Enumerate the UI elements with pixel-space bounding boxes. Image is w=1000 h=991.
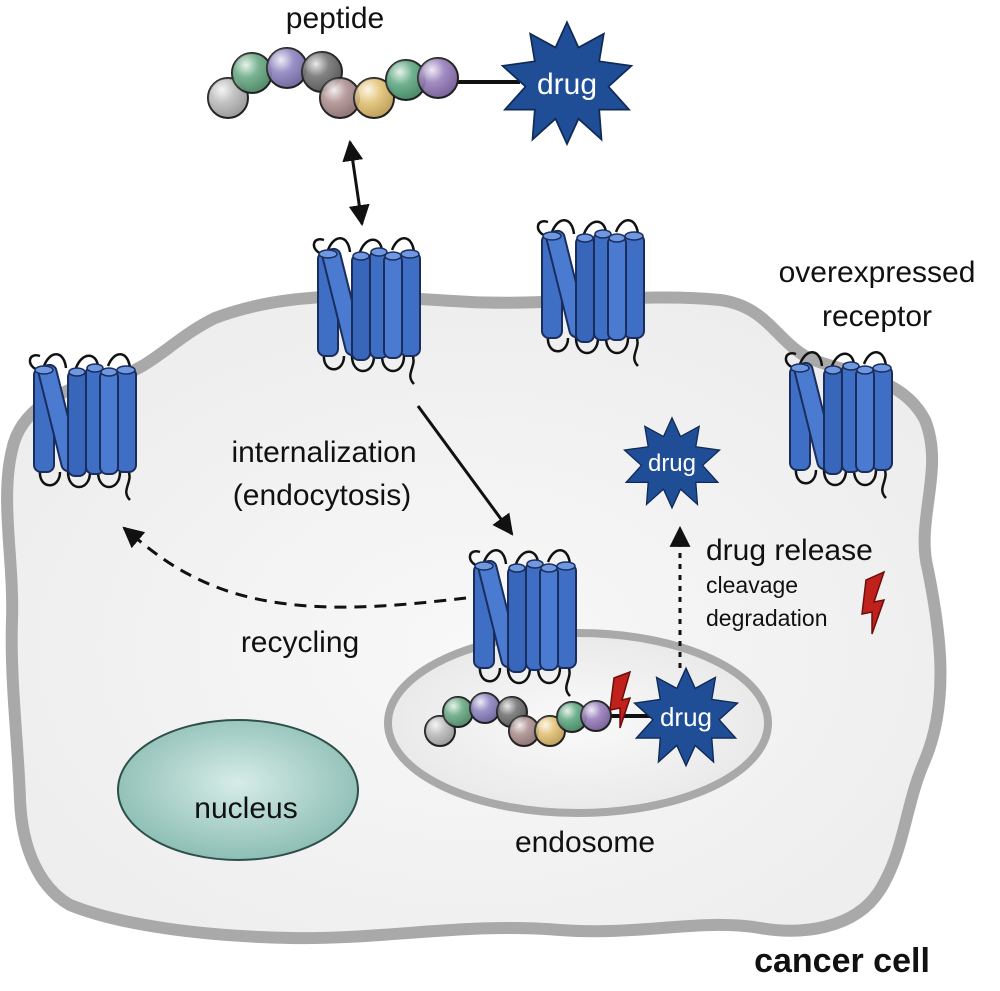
lightning-bolt-icon-endosome xyxy=(609,670,632,729)
drug-release-label: drug release xyxy=(706,534,873,567)
nucleus-organelle xyxy=(117,719,359,861)
peptide-chain-top xyxy=(207,47,520,119)
degradation-label: degradation xyxy=(706,605,828,631)
endocytosis-label: (endocytosis) xyxy=(233,479,411,512)
recycling-arrow xyxy=(122,526,467,609)
internalization-label: internalization xyxy=(231,436,416,469)
receptor-label: receptor xyxy=(822,300,932,333)
recycling-label: recycling xyxy=(241,626,359,659)
drug-label-endosome: drug xyxy=(660,702,712,732)
nucleus-label: nucleus xyxy=(194,792,297,825)
cleavage-label: cleavage xyxy=(706,572,798,598)
binding-arrow xyxy=(342,139,370,227)
internalization-arrow xyxy=(416,405,514,536)
peptide-chain-endosome xyxy=(424,692,650,747)
drug-label-top: drug xyxy=(537,68,597,101)
cancer-cell-label: cancer cell xyxy=(754,942,930,980)
drug-label-released: drug xyxy=(648,450,696,477)
lightning-bolt-icon-release xyxy=(861,570,886,635)
peptide-label: peptide xyxy=(286,2,384,35)
endosome-label: endosome xyxy=(515,826,655,859)
overexpressed-label: overexpressed xyxy=(779,256,976,289)
